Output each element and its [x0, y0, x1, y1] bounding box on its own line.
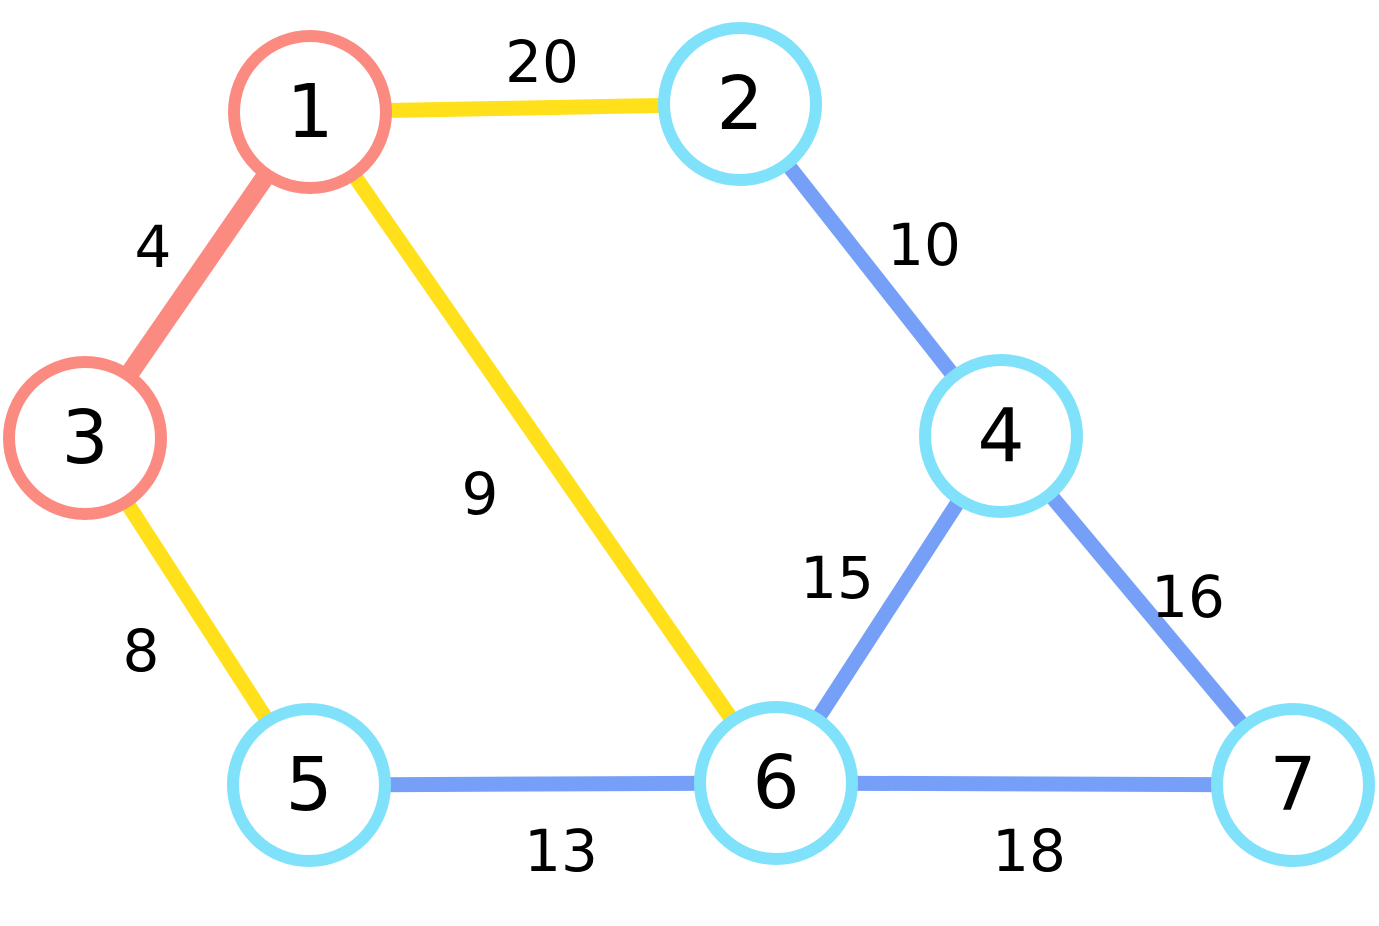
node-circle	[1211, 703, 1375, 867]
edge-weight-1-3: 4	[135, 213, 172, 281]
node-6: 6	[694, 701, 858, 865]
node-label: 7	[1269, 742, 1316, 828]
node-circle	[227, 703, 391, 867]
node-label: 6	[752, 740, 799, 826]
node-label: 5	[285, 742, 332, 828]
edge-weight-1-2: 20	[505, 28, 579, 96]
node-label: 3	[61, 395, 108, 481]
node-label: 2	[716, 61, 763, 147]
node-label: 4	[977, 393, 1024, 479]
edge-weight-6-7: 18	[992, 817, 1066, 885]
node-4: 4	[919, 354, 1083, 518]
node-2: 2	[658, 22, 822, 186]
edge-weight-3-5: 8	[123, 617, 160, 685]
node-circle	[694, 701, 858, 865]
edge-1-6	[303, 107, 783, 788]
node-circle	[658, 22, 822, 186]
node-3: 3	[3, 356, 167, 520]
node-layer: 1 2 3 4 5 6 7	[3, 22, 1375, 867]
node-label: 1	[286, 69, 333, 155]
edge-weight-4-7: 16	[1151, 563, 1225, 631]
node-5: 5	[227, 703, 391, 867]
edge-layer	[77, 96, 1299, 793]
edge-weight-5-6: 13	[524, 817, 598, 885]
edge-weight-1-6: 9	[462, 460, 499, 528]
node-1: 1	[228, 30, 392, 194]
edge-weight-4-6: 15	[800, 544, 874, 612]
edge-6-7	[775, 775, 1294, 793]
node-7: 7	[1211, 703, 1375, 867]
edge-weight-2-4: 10	[887, 211, 961, 279]
node-circle	[3, 356, 167, 520]
node-circle	[228, 30, 392, 194]
node-circle	[919, 354, 1083, 518]
